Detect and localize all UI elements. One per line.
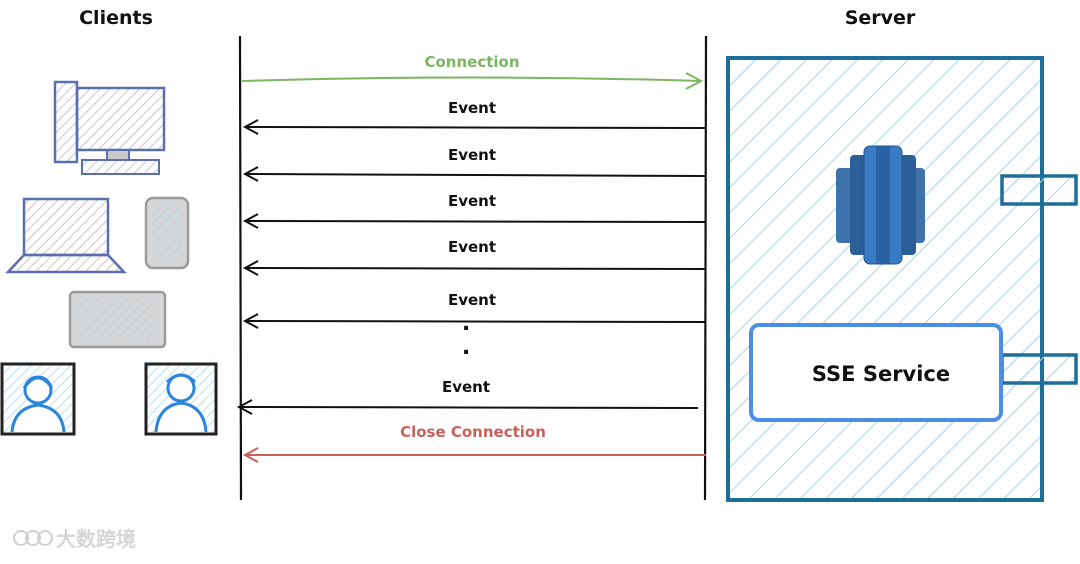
- client-lifeline: [238, 35, 243, 501]
- event-label: Event: [448, 238, 496, 256]
- event-label: Event: [448, 99, 496, 117]
- laptop-icon: [5, 197, 127, 274]
- ellipsis-dot: .: [462, 335, 470, 360]
- user-avatar-icon: [144, 362, 218, 436]
- event-label: Event: [442, 378, 490, 396]
- server-port-top: [1000, 174, 1078, 206]
- event-label: Event: [448, 291, 496, 309]
- event-message: Event: [242, 192, 707, 229]
- event-message: Event: [236, 378, 699, 415]
- close-connection-arrow: [242, 447, 706, 463]
- clients-header: Clients: [79, 7, 153, 29]
- desktop-computer-icon: [53, 80, 166, 175]
- ellipsis-dot: .: [462, 311, 470, 336]
- database-cylinders-icon: [836, 145, 925, 265]
- watermark: 大数跨境: [13, 527, 136, 551]
- tablet-icon: [68, 290, 167, 349]
- watermark-text: 大数跨境: [56, 527, 136, 551]
- event-label: Event: [448, 192, 496, 210]
- connection-arrow: [241, 72, 704, 90]
- sse-service-label: SSE Service: [812, 362, 950, 386]
- server-header: Server: [845, 7, 916, 29]
- connection-label: Connection: [424, 53, 519, 71]
- watermark-logo-icon: [13, 530, 53, 546]
- event-message: Event: [242, 99, 707, 135]
- server-port-bottom: [1000, 353, 1078, 385]
- event-message: Event: [242, 238, 707, 276]
- server-box: [726, 56, 1078, 502]
- event-message: Event: [242, 291, 707, 329]
- event-message: Event: [242, 146, 707, 182]
- event-label: Event: [448, 146, 496, 164]
- sse-service-box: SSE Service: [749, 323, 1003, 422]
- phone-icon: [144, 196, 190, 270]
- user-avatar-icon: [0, 362, 76, 436]
- close-connection-label: Close Connection: [400, 423, 546, 441]
